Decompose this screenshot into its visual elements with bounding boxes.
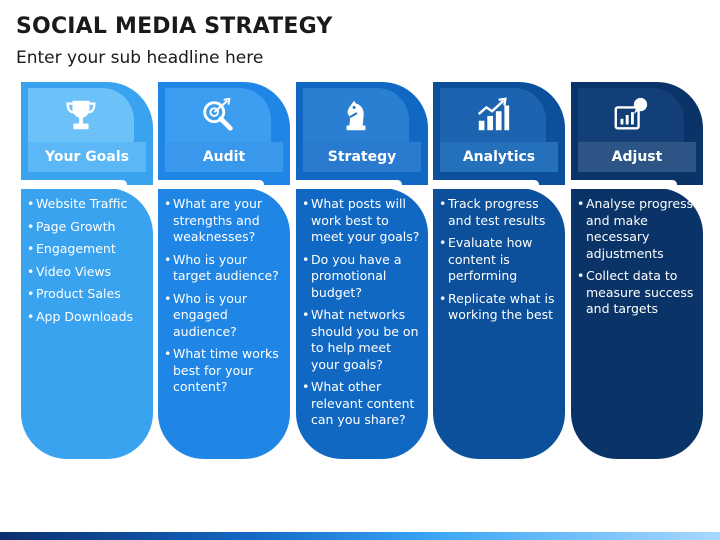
list-item: Replicate what is working the best [438,291,560,324]
icon-panel [28,88,134,142]
column-header: Adjust [571,82,703,185]
icon-panel [303,88,409,142]
column-label: Your Goals [28,142,146,172]
item-list: Website Traffic Page Growth Engagement V… [26,196,148,331]
list-item: Engagement [26,241,148,258]
column-header: Audit [158,82,290,185]
column-label: Strategy [303,142,421,172]
item-list: What posts will work best to meet your g… [301,196,423,435]
list-item: Website Traffic [26,196,148,213]
footer-gradient-bar [0,532,720,540]
item-list: What are your strengths and weaknesses? … [163,196,285,402]
page-subtitle: Enter your sub headline here [16,48,264,68]
list-item: What networks should you be on to help m… [301,307,423,373]
column-your-goals: Your Goals Website Traffic Page Growth E… [21,82,153,459]
list-item: What time works best for your content? [163,346,285,396]
column-analytics: Analytics Track progress and test result… [433,82,565,459]
page-title: SOCIAL MEDIA STRATEGY [16,14,333,39]
icon-panel [578,88,684,142]
item-list: Track progress and test results Evaluate… [438,196,560,330]
list-item: What other relevant content can you shar… [301,379,423,429]
list-item: Who is your engaged audience? [163,291,285,341]
column-header: Your Goals [21,82,153,185]
list-item: Track progress and test results [438,196,560,229]
list-item: Video Views [26,264,148,281]
icon-panel [165,88,271,142]
column-header: Analytics [433,82,565,185]
divider-pill [21,180,127,189]
list-item: Who is your target audience? [163,252,285,285]
column-label: Adjust [578,142,696,172]
list-item: Page Growth [26,219,148,236]
column-body [433,188,565,459]
column-label: Audit [165,142,283,172]
divider-pill [571,180,677,189]
divider-pill [433,180,539,189]
divider-pill [296,180,402,189]
chart-chat-icon [614,97,648,130]
bar-chart-growth-icon [477,97,510,131]
list-item: App Downloads [26,309,148,326]
list-item: What are your strengths and weaknesses? [163,196,285,246]
column-label: Analytics [440,142,558,172]
list-item: Do you have a promotional budget? [301,252,423,302]
item-list: Analyse progress and make necessary adju… [576,196,698,324]
icon-panel [440,88,546,142]
trophy-icon [66,100,96,130]
divider-pill [158,180,264,189]
magnifier-target-icon [203,97,233,131]
list-item: Product Sales [26,286,148,303]
list-item: Evaluate how content is performing [438,235,560,285]
list-item: Analyse progress and make necessary adju… [576,196,698,262]
list-item: What posts will work best to meet your g… [301,196,423,246]
column-header: Strategy [296,82,428,185]
column-audit: Audit What are your strengths and weakne… [158,82,290,459]
chess-knight-icon [346,100,366,131]
column-strategy: Strategy What posts will work best to me… [296,82,428,459]
list-item: Collect data to measure success and targ… [576,268,698,318]
column-adjust: Adjust Analyse progress and make necessa… [571,82,703,459]
